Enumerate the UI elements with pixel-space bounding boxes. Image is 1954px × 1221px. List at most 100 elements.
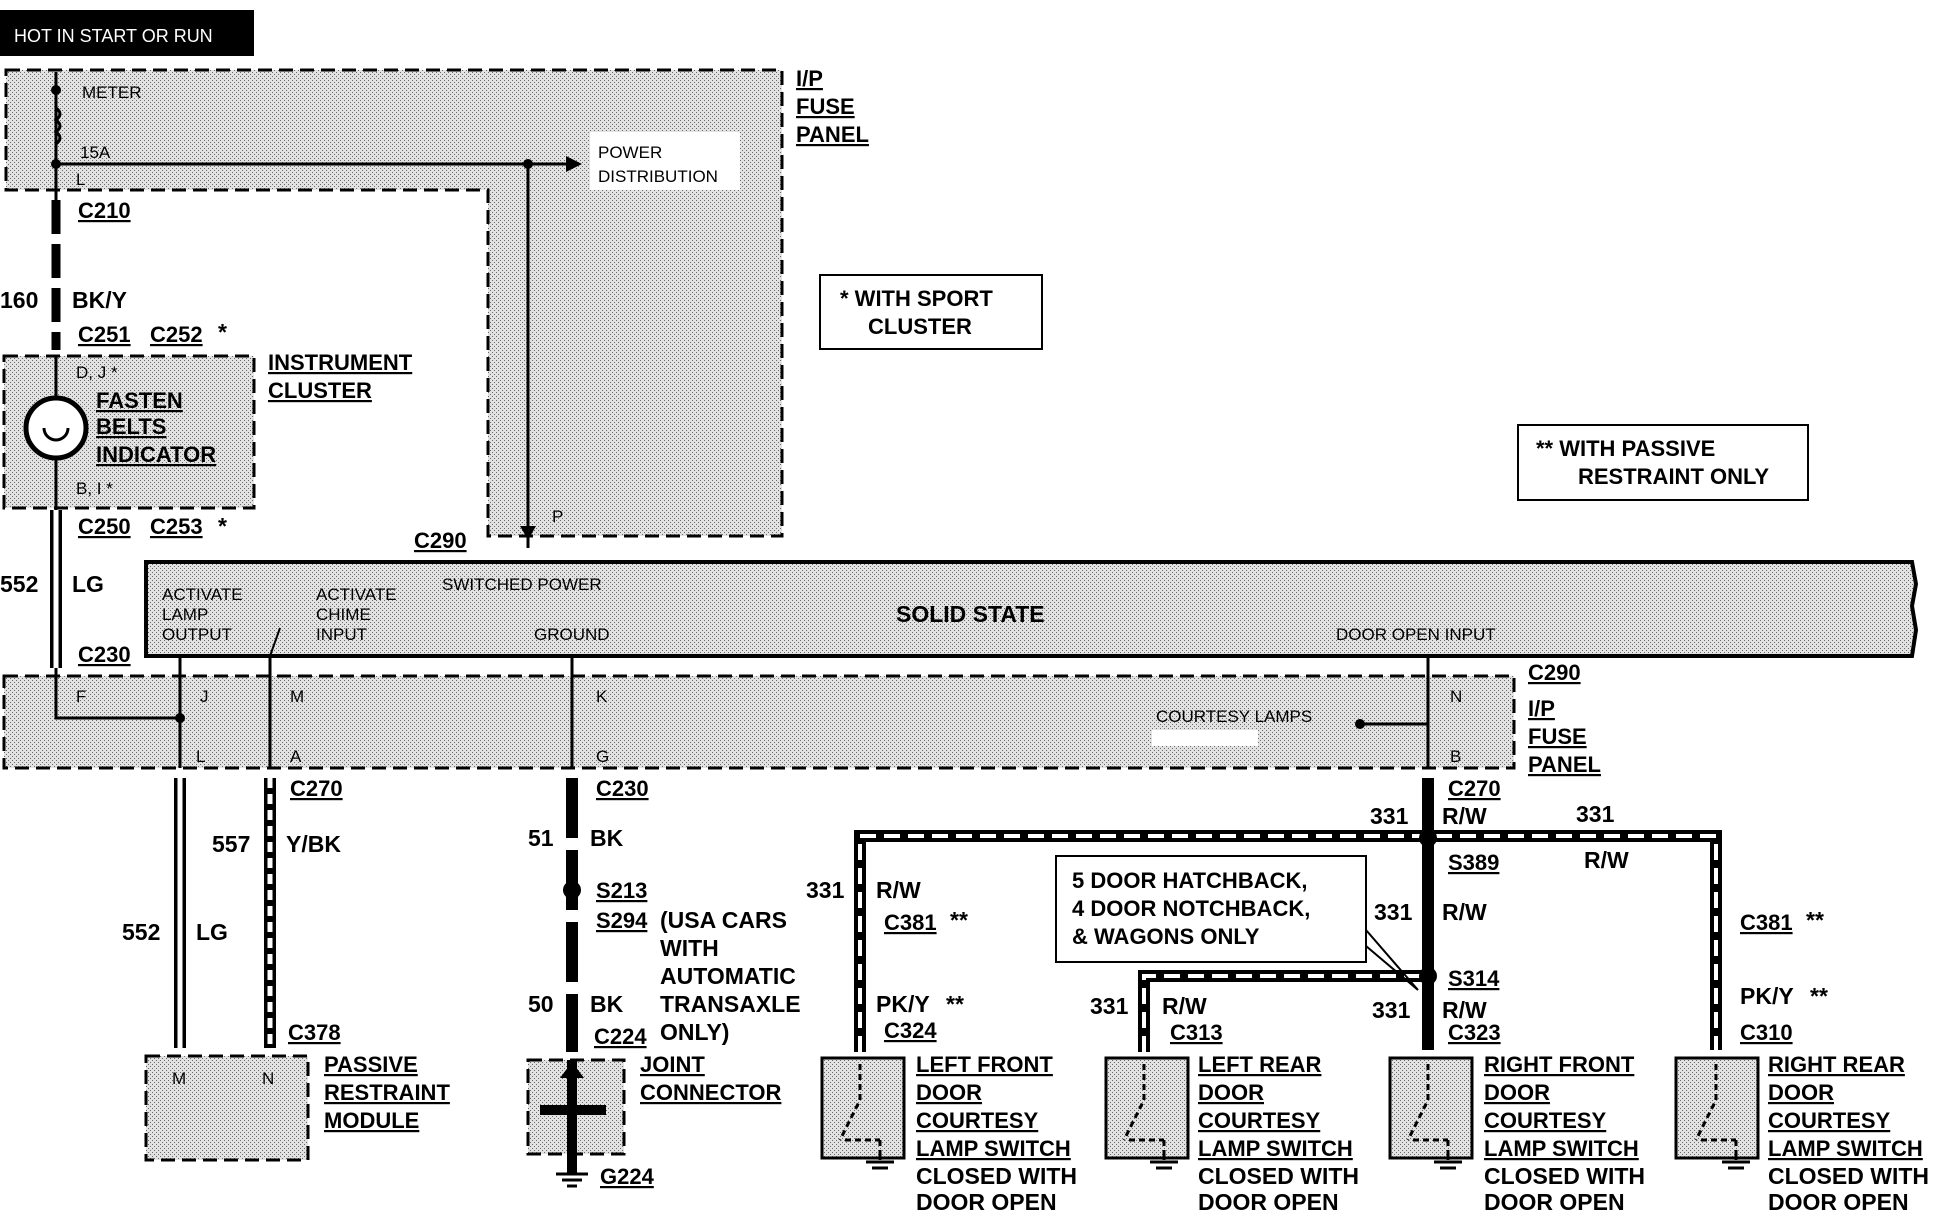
wire-331-d-number: 331 — [1374, 899, 1413, 925]
svg-text:COURTESY: COURTESY — [1484, 1108, 1607, 1133]
svg-text:RIGHT FRONT: RIGHT FRONT — [1484, 1052, 1635, 1077]
fuse-panel-top-box — [4, 68, 784, 538]
connector-c210: C210 — [78, 198, 131, 223]
wire-51-number: 51 — [528, 825, 554, 851]
fuse-rating: 15A — [80, 143, 111, 162]
note-hatch-pointer — [1365, 929, 1419, 991]
passive-restraint-title-2: RESTRAINT — [324, 1080, 450, 1105]
svg-text:DOOR OPEN: DOOR OPEN — [1484, 1189, 1625, 1215]
connector-c381-left: C381 — [884, 910, 937, 935]
wire-557-color: Y/BK — [286, 831, 341, 857]
wire-552-color: LG — [72, 571, 104, 597]
wire-331-f-number: 331 — [1372, 997, 1411, 1023]
wire-331-loop-inner — [858, 834, 1718, 1052]
fuse-panel-top-title: I/P FUSE PANEL — [796, 66, 869, 147]
solid-state-title: SOLID STATE — [896, 601, 1045, 627]
switch-label-left-front: LEFT FRONT DOOR COURTESY LAMP SWITCH CLO… — [916, 1052, 1077, 1215]
usa-note-3: AUTOMATIC — [660, 963, 796, 989]
connector-c310: C310 — [1740, 1020, 1793, 1045]
power-distribution-label-1: POWER — [598, 143, 662, 162]
fuse-panel-top-title-1: I/P — [796, 66, 823, 91]
indicator-label-1: FASTEN — [96, 388, 183, 413]
connector-c251: C251 — [78, 322, 131, 347]
power-distribution-label-2: DISTRIBUTION — [598, 167, 718, 186]
wire-331-e-color: R/W — [1162, 993, 1207, 1019]
wire-331-c-color: R/W — [876, 877, 921, 903]
splice-s389 — [1419, 829, 1437, 847]
wire-552b-number: 552 — [122, 919, 160, 945]
activate-chime-2: CHIME — [316, 605, 371, 624]
svg-text:LAMP SWITCH: LAMP SWITCH — [1484, 1136, 1639, 1161]
courtesy-lamps-label: COURTESY LAMPS — [1156, 707, 1312, 726]
switch-label-right-front: RIGHT FRONT DOOR COURTESY LAMP SWITCH CL… — [1484, 1052, 1645, 1215]
wire-331-branch-inner — [1142, 974, 1428, 1052]
pin-n: N — [1450, 687, 1462, 706]
switched-power-label: SWITCHED POWER — [442, 575, 602, 594]
door-switch-right-rear — [1674, 1056, 1760, 1170]
svg-text:CLOSED WITH: CLOSED WITH — [1198, 1163, 1359, 1189]
wire-pky-left: PK/Y — [876, 991, 930, 1017]
joint-connector-title-1: JOINT — [640, 1052, 705, 1077]
fuse-panel-bottom-box — [2, 674, 1516, 770]
joint-connector-title-2: CONNECTOR — [640, 1080, 781, 1105]
svg-text:DOOR: DOOR — [1768, 1080, 1834, 1105]
header-badge: HOT IN START OR RUN — [0, 10, 254, 56]
connector-c230-mid: C230 — [596, 776, 649, 801]
door-switch-left-rear — [1104, 1056, 1190, 1170]
passive-pin-m: M — [172, 1069, 186, 1088]
note-hatch-3: & WAGONS ONLY — [1072, 924, 1260, 949]
wire-557-number: 557 — [212, 831, 250, 857]
svg-text:LEFT FRONT: LEFT FRONT — [916, 1052, 1053, 1077]
connector-c253: C253 — [150, 514, 203, 539]
wire-331-a-number: 331 — [1370, 803, 1409, 829]
connector-c323: C323 — [1448, 1020, 1501, 1045]
power-distribution-label-bg — [590, 132, 740, 190]
svg-text:LAMP SWITCH: LAMP SWITCH — [1198, 1136, 1353, 1161]
fasten-belts-lamp-icon — [23, 395, 89, 461]
svg-text:COURTESY: COURTESY — [1198, 1108, 1321, 1133]
connector-c324: C324 — [884, 1018, 937, 1043]
passive-restraint-title-3: MODULE — [324, 1108, 419, 1133]
pin-f: F — [76, 687, 86, 706]
wire-331-c-number: 331 — [806, 877, 845, 903]
connector-c250: C250 — [78, 514, 131, 539]
connector-c290-top: C290 — [414, 528, 467, 553]
splice-s389-label: S389 — [1448, 850, 1499, 875]
wire-pky-right-stars: ** — [1810, 983, 1828, 1009]
activate-chime-1: ACTIVATE — [316, 585, 397, 604]
wire-552b-color: LG — [196, 919, 228, 945]
connector-c378: C378 — [288, 1020, 341, 1045]
svg-text:COURTESY: COURTESY — [916, 1108, 1039, 1133]
chime-pointer — [269, 627, 281, 657]
power-distribution-arrow — [566, 156, 582, 172]
connector-c381-right-stars: ** — [1806, 907, 1824, 933]
splice-s213 — [563, 881, 581, 899]
connector-c252-star: * — [218, 319, 227, 345]
passive-restraint-module-box — [144, 1054, 310, 1162]
lamp-filament-icon — [42, 427, 70, 442]
wire-331-b-color: R/W — [1584, 847, 1629, 873]
svg-text:DOOR OPEN: DOOR OPEN — [916, 1189, 1057, 1215]
svg-text:COURTESY: COURTESY — [1768, 1108, 1891, 1133]
fuse-panel-bottom-title-3: PANEL — [1528, 752, 1601, 777]
pin-a: A — [290, 747, 302, 766]
cluster-title-2: CLUSTER — [268, 378, 372, 403]
pin-m: M — [290, 687, 304, 706]
fuse-panel-bottom-title-2: FUSE — [1528, 724, 1587, 749]
connector-c381-right: C381 — [1740, 910, 1793, 935]
usa-note-2: WITH — [660, 935, 719, 961]
pin-b: B — [1450, 747, 1461, 766]
solid-state-module — [144, 560, 1919, 658]
ground-label: GROUND — [534, 625, 610, 644]
connector-c290-right: C290 — [1528, 660, 1581, 685]
svg-text:LEFT REAR: LEFT REAR — [1198, 1052, 1322, 1077]
wire-pky-left-stars: ** — [946, 991, 964, 1017]
usa-note-1: (USA CARS — [660, 907, 787, 933]
svg-text:CLOSED WITH: CLOSED WITH — [1484, 1163, 1645, 1189]
splice-s314-label: S314 — [1448, 966, 1500, 991]
wire-331-e-number: 331 — [1090, 993, 1129, 1019]
splice-s294-label: S294 — [596, 908, 648, 933]
door-switch-left-front — [820, 1056, 906, 1170]
